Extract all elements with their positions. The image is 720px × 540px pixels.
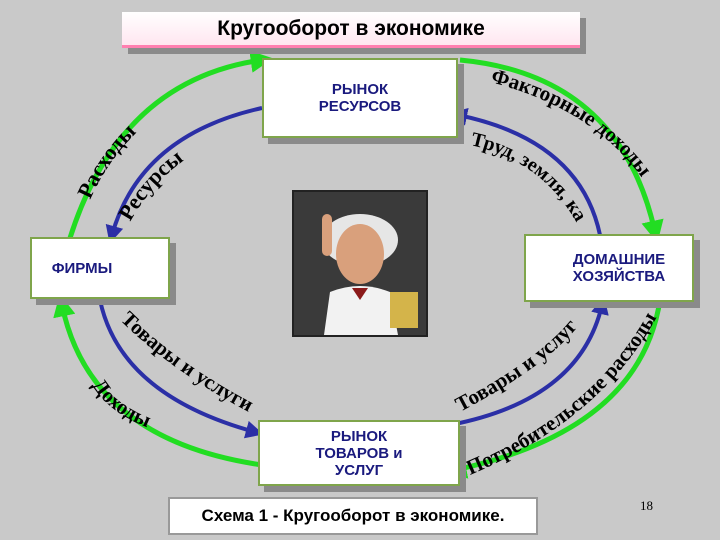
professor-photo: [292, 190, 428, 337]
slide-title: Кругооборот в экономике: [122, 12, 580, 48]
arrow-resource-market-to-households: [459, 57, 664, 243]
arrow-goods-market-to-households: [449, 296, 609, 427]
goods-market-label: РЫНОК ТОВАРОВ и УСЛУГ: [315, 427, 403, 479]
arc-label-goods-services-left: Товары и услуги: [116, 306, 257, 416]
goods-market-box: РЫНОК ТОВАРОВ и УСЛУГ: [258, 420, 460, 486]
resource-market-label: РЫНОК РЕСУРСОВ: [318, 81, 402, 115]
resource-market-box: РЫНОК РЕСУРСОВ: [262, 58, 458, 138]
households-box: ДОМАШНИЕ ХОЗЯЙСТВА: [524, 234, 694, 302]
arc-label-income: Доходы: [88, 374, 155, 432]
arrow-households-to-goods-market: [444, 299, 663, 479]
households-label: ДОМАШНИЕ ХОЗЯЙСТВА: [572, 251, 666, 285]
slide-title-text: Кругооборот в экономике: [217, 16, 485, 40]
figure-caption-text: Схема 1 - Кругооборот в экономике.: [201, 506, 505, 525]
page-number: 18: [640, 498, 653, 513]
arrow-firms-to-resource-market: [67, 50, 274, 239]
firms-box: ФИРМЫ: [30, 237, 170, 299]
arrow-resource-market-to-firms: [105, 106, 263, 244]
arrow-goods-market-to-firms: [53, 293, 263, 468]
arc-label-resources: Ресурсы: [113, 144, 187, 224]
arrow-households-to-resource-market: [449, 107, 602, 236]
arrow-firms-to-goods-market: [98, 299, 264, 439]
firms-label: ФИРМЫ: [51, 259, 113, 277]
figure-caption: Схема 1 - Кругооборот в экономике.: [168, 497, 538, 535]
